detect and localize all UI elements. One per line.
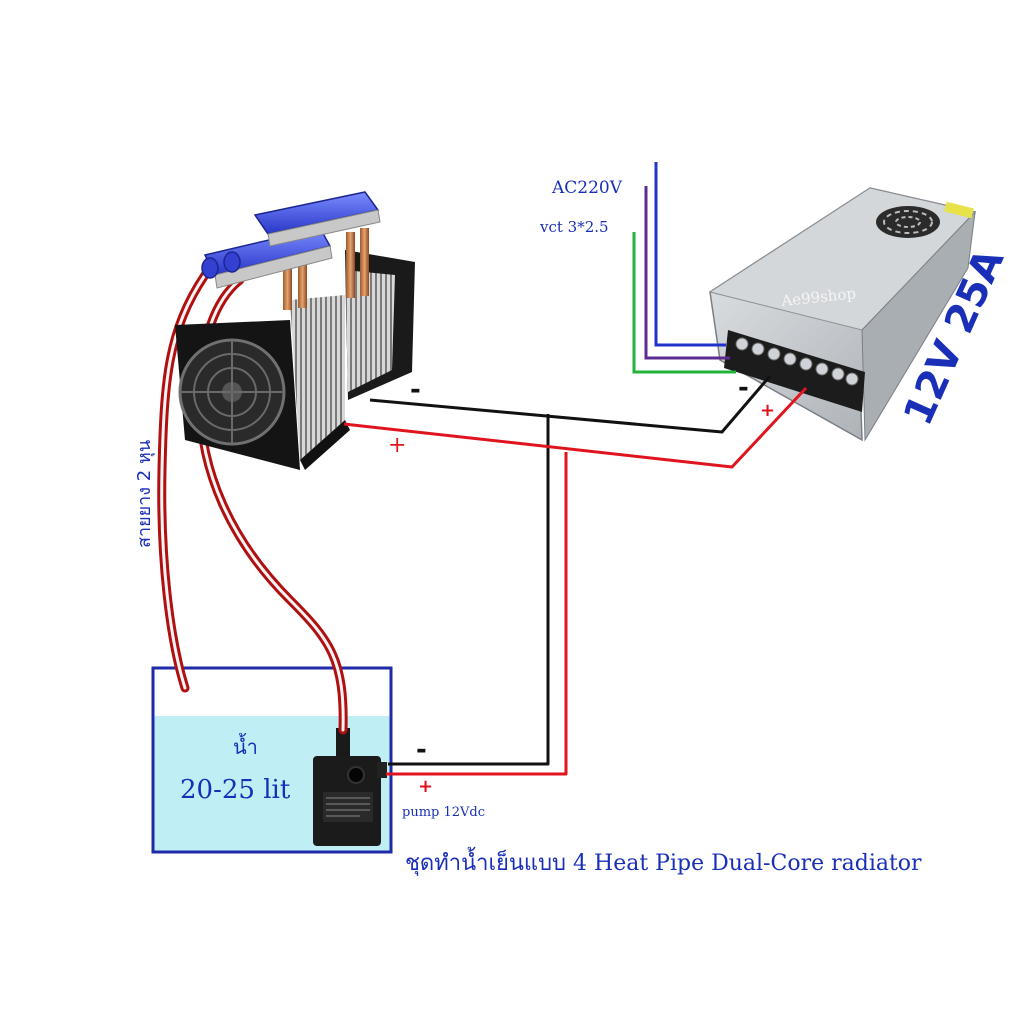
caption: ชุดทำน้ำเย็นแบบ 4 Heat Pipe Dual-Core ra… [405,847,922,876]
cooler-plus-mark: + [388,433,406,458]
water-volume-label: 20-25 lit [180,775,291,805]
cooler-unit [175,191,415,470]
water-label: น้ำ [233,733,258,759]
psu-plus-mark: + [760,400,775,421]
ac-input-wires [632,162,736,374]
ac-input-label: AC220V [551,178,623,198]
pump [313,728,387,846]
psu-minus-mark: - [738,373,749,403]
cooler-minus-mark: - [410,375,421,405]
pump-minus-mark: - [416,735,427,765]
ac-cable-label: vct 3*2.5 [539,218,609,236]
pump-label: pump 12Vdc [402,805,485,820]
pump-plus-mark: + [418,776,433,797]
power-supply [708,187,976,442]
dc-wires [343,375,808,776]
tank-outline [151,666,393,854]
hose-label: สายยาง 2 หุน [134,440,155,548]
